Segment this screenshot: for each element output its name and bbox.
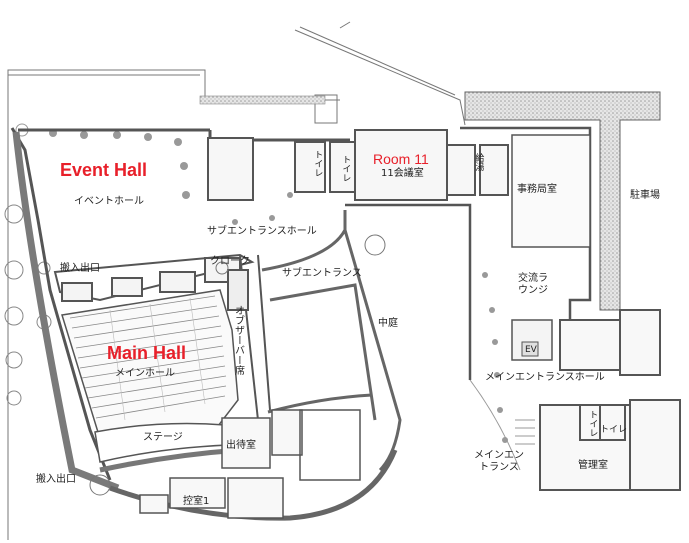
lower-right-rooms: [539, 309, 681, 491]
lounge-label: 交流ラウンジ: [518, 273, 548, 296]
elevator-label: EV: [525, 345, 537, 355]
cloak-label: クローク: [210, 256, 250, 267]
sub-entrance-hall-label: サブエントランスホール: [207, 226, 317, 237]
kitchenette-label: 給湯: [473, 153, 484, 171]
main-entrance-label: メインエントランス: [474, 450, 524, 473]
bottom-rooms: [139, 409, 361, 519]
courtyard: [261, 210, 402, 472]
stage-label: ステージ: [143, 432, 183, 443]
green-room-label: 控室1: [183, 496, 210, 507]
entrance-path: [469, 379, 535, 471]
stage: [94, 422, 241, 473]
event-hall-label-en: Event Hall: [60, 160, 148, 180]
toilet-label-4: トイレ: [600, 425, 628, 435]
main-hall-label-jp: メインホール: [115, 368, 175, 379]
toilet-label-3: トイレ: [587, 410, 598, 437]
waiting-room-label: 出待室: [226, 440, 256, 451]
toilet-label-1: トイレ: [312, 150, 323, 177]
office-label: 事務局室: [517, 184, 557, 195]
courtyard-label: 中庭: [378, 318, 398, 329]
room11-label-jp: 11会議室: [381, 168, 424, 179]
event-hall-label-jp: イベントホール: [74, 196, 144, 207]
observer-wall: [227, 254, 271, 421]
room11-label-en: Room 11: [373, 151, 429, 167]
main-entrance-hall-label: メインエントランスホール: [485, 372, 605, 383]
loading-exit-top-label: 搬入出口: [60, 263, 100, 274]
management-label: 管理室: [578, 460, 608, 471]
observer-seats-label: オブザーバー席: [232, 305, 244, 375]
right-wing: [345, 126, 592, 380]
main-hall-outer-wall: [12, 131, 120, 492]
sub-entrance-label: サブエントランス: [282, 268, 362, 279]
parking-label: 駐車場: [630, 190, 660, 201]
toilet-label-2: トイレ: [340, 155, 351, 182]
loading-exit-bottom-label: 搬入出口: [36, 474, 76, 485]
seating-area: [61, 289, 239, 456]
stairs: [89, 234, 386, 496]
top-center-rooms: [207, 129, 509, 201]
main-hall-label-en: Main Hall: [107, 343, 187, 363]
